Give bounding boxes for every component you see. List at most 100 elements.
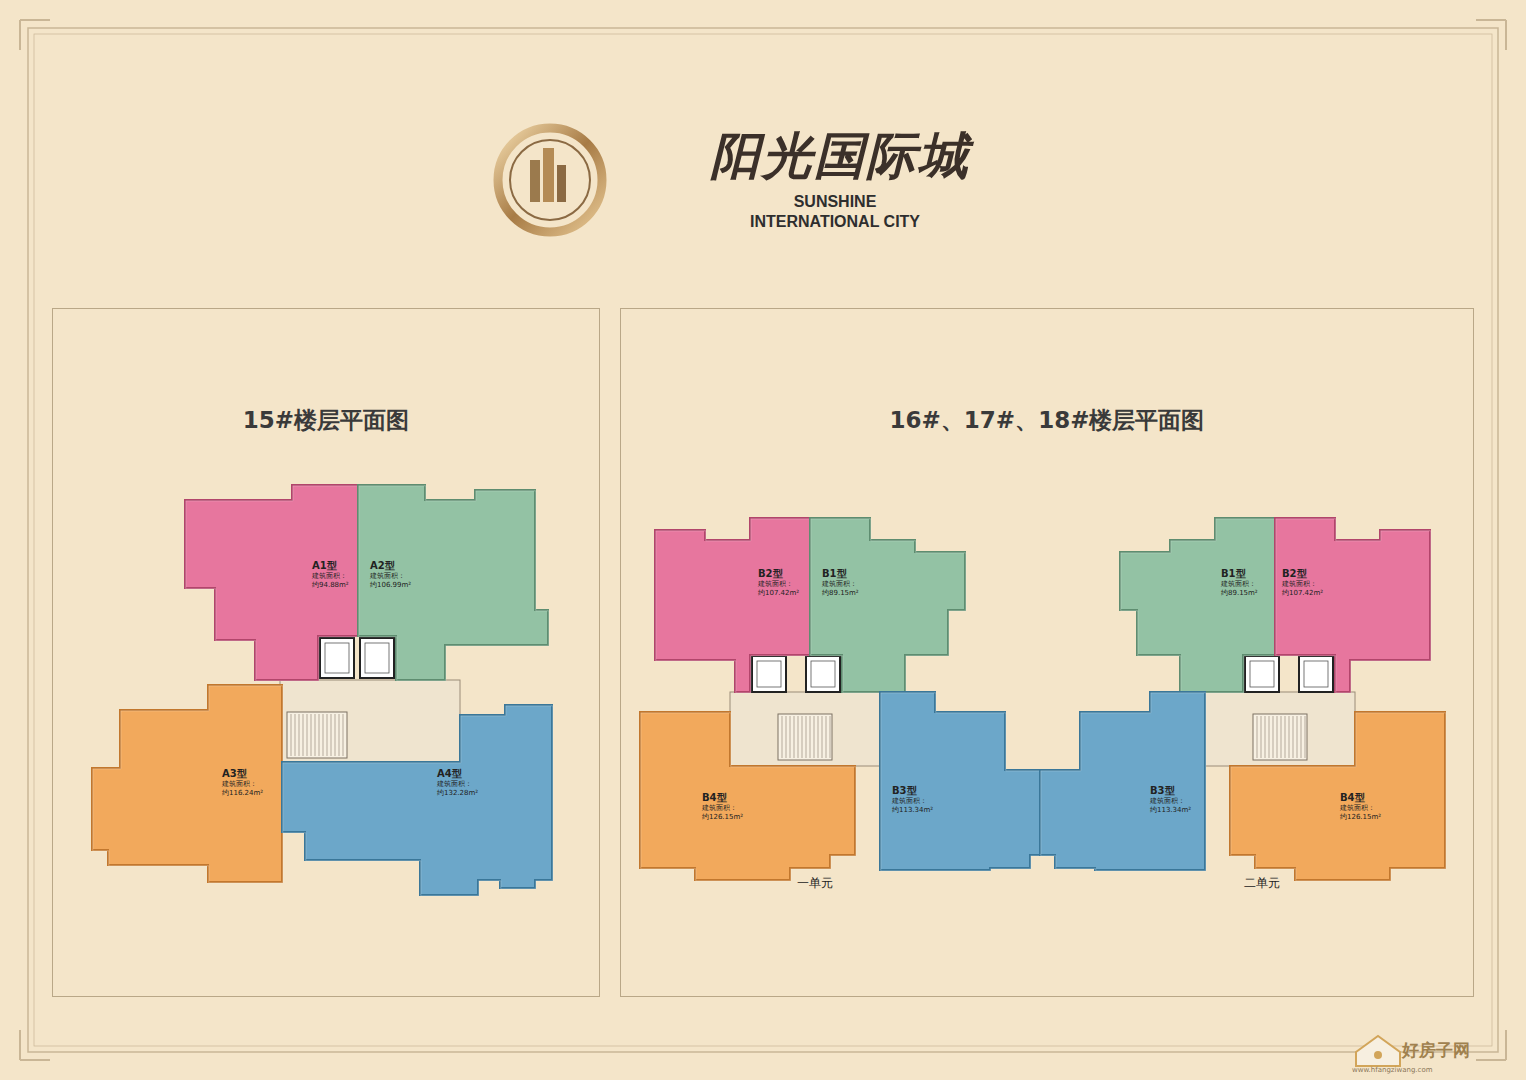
elevator-car [365,643,389,673]
unit-area: 约89.15m² [822,589,859,598]
wall-inner [1276,519,1431,693]
unit-area: 约89.15m² [1221,589,1258,598]
stair-tread [806,716,807,758]
unit-label: B1型建筑面积：约89.15m² [1221,568,1258,598]
unit-area: 约126.15m² [702,813,743,822]
unit-plan: B3型建筑面积：约113.34m² [1040,692,1205,870]
unit-block-label: 二单元 [1240,876,1284,890]
unit-label: B2型建筑面积：约107.42m² [758,568,799,598]
elevator-shaft [752,656,786,692]
frame-line [34,34,1492,1046]
unit-area: 约132.28m² [437,789,478,798]
brand-english: SUNSHINE INTERNATIONAL CITY [740,192,930,232]
elevator-car [757,661,781,687]
wall-inner [1121,519,1276,693]
unit-label: B4型建筑面积：约126.15m² [702,792,743,822]
unit-shape [880,692,1045,870]
unit-plan: B1型建筑面积：约89.15m² [1120,518,1275,692]
stair-tread [303,714,304,756]
house-icon [1374,1051,1382,1059]
stair-tread [339,714,340,756]
unit-block-label: 一单元 [793,876,837,890]
unit-area: 建筑面积： [758,580,799,589]
stair-tread [327,714,328,756]
unit-type: A3型 [222,768,263,780]
unit-label: B3型建筑面积：约113.34m² [1150,785,1191,815]
unit-type: B2型 [1282,568,1323,580]
corridor [1205,692,1355,766]
unit-type: B4型 [702,792,743,804]
stair-tread [1285,716,1286,758]
unit-area: 约107.42m² [758,589,799,598]
logo-building [530,160,540,202]
unit-outline [1230,712,1445,880]
logo-emblem [498,128,602,232]
logo-building [543,148,554,202]
unit-area: 建筑面积： [312,572,349,581]
unit-outline [282,705,552,895]
unit-plan: B3型建筑面积：约113.34m² [880,692,1045,870]
stair-tread [1261,716,1262,758]
wall-inner [1231,713,1446,881]
stair-tread [291,714,292,756]
unit-shape [655,518,810,692]
stair-tread [826,716,827,758]
stair-tread [1293,716,1294,758]
logo-ring [498,128,602,232]
stair-tread [1305,716,1306,758]
unit-area: 建筑面积： [437,780,478,789]
stair-tread [295,714,296,756]
plan-heading: 15#楼层平面图 [53,405,599,436]
elevator-car [1250,661,1274,687]
stair-tread [1269,716,1270,758]
watermark: 好房子网 [1402,1040,1502,1060]
wall-inner [186,486,359,681]
wall-inner [811,519,966,693]
wall-inner [1041,693,1206,871]
unit-area: 约126.15m² [1340,813,1381,822]
corridor [730,692,880,766]
stair-tread [818,716,819,758]
house-icon [1356,1036,1400,1066]
unit-label: B4型建筑面积：约126.15m² [1340,792,1381,822]
unit-outline [1040,692,1205,870]
unit-shape [92,685,282,882]
page-frame [20,20,1506,1060]
elevator-shaft [1245,656,1279,692]
unit-plan: B4型建筑面积：约126.15m² [1230,712,1445,880]
unit-plan: B2型建筑面积：约107.42m² [655,518,810,692]
unit-label: B3型建筑面积：约113.34m² [892,785,933,815]
unit-area: 建筑面积： [1282,580,1323,589]
unit-plan: A1型建筑面积：约94.88m² [185,485,358,680]
stair-tread [1273,716,1274,758]
stair-tread [786,716,787,758]
unit-outline [810,518,965,692]
unit-label: A1型建筑面积：约94.88m² [312,560,349,590]
unit-area: 建筑面积： [892,797,933,806]
unit-shape [1040,692,1205,870]
elevator-car [1304,661,1328,687]
stair-tread [307,714,308,756]
unit-shape [185,485,358,680]
stair-tread [331,714,332,756]
stair-tread [323,714,324,756]
unit-type: B3型 [1150,785,1191,797]
unit-area: 建筑面积： [822,580,859,589]
unit-area: 建筑面积： [222,780,263,789]
wall-inner [656,519,811,693]
unit-shape [1120,518,1275,692]
stair-tread [335,714,336,756]
stair-tread [814,716,815,758]
frame-corner [20,20,1506,1060]
unit-type: A1型 [312,560,349,572]
stair-tread [1277,716,1278,758]
unit-label: A3型建筑面积：约116.24m² [222,768,263,798]
logo-ring [510,140,590,220]
unit-plan: B1型建筑面积：约89.15m² [810,518,965,692]
unit-type: B4型 [1340,792,1381,804]
stair-tread [315,714,316,756]
unit-plan: B2型建筑面积：约107.42m² [1275,518,1430,692]
unit-area: 约107.42m² [1282,589,1323,598]
plan-heading: 16#、17#、18#楼层平面图 [621,405,1473,436]
unit-plan: A4型建筑面积：约132.28m² [282,705,552,895]
